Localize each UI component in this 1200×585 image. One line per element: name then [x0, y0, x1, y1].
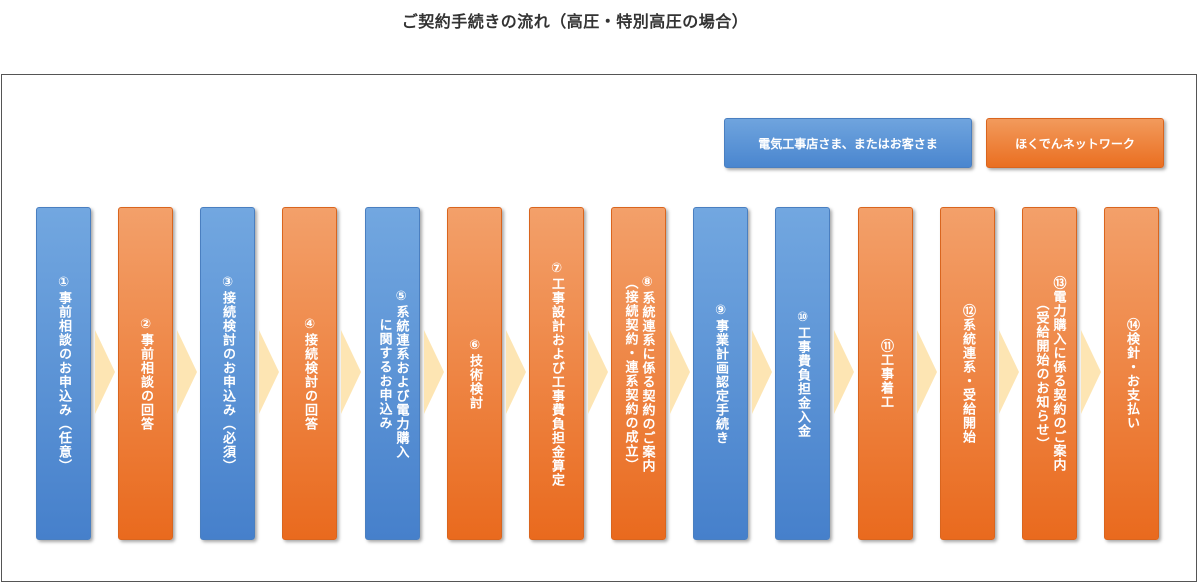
flow-arrow-11 [917, 330, 937, 414]
flow-arrow-12 [999, 330, 1019, 414]
step-3: ③接続検討のお申込み（必須） [200, 207, 255, 540]
step-10: ⑩工事費負担金入金 [775, 207, 830, 540]
step-label: ②事前相談の回答 [138, 316, 153, 431]
step-label: ⑪工事着工 [878, 338, 893, 409]
step-6: ⑥技術検討 [447, 207, 502, 540]
diagram-frame [1, 74, 1197, 582]
legend-network-label: ほくでんネットワーク [1015, 136, 1135, 151]
step-2: ②事前相談の回答 [118, 207, 173, 540]
flow-arrow-4 [341, 330, 361, 414]
step-label: ⑥技術検討 [467, 337, 482, 410]
flow-arrow-1 [95, 330, 115, 414]
step-11: ⑪工事着工 [858, 207, 913, 540]
legend-customer: 電気工事店さま、またはお客さま [724, 118, 972, 168]
step-8: ⑧系統連系に係る契約のご案内 （接続契約・連系契約の成立） [611, 207, 666, 540]
step-14: ⑭検針・お支払い [1104, 207, 1159, 540]
step-4: ④接続検討の回答 [282, 207, 337, 540]
step-1: ①事前相談のお申込み（任意） [36, 207, 91, 540]
step-label: ④接続検討の回答 [302, 316, 317, 431]
step-label: ⑫系統連系・受給開始 [960, 303, 975, 444]
flow-arrow-13 [1081, 330, 1101, 414]
legend-network: ほくでんネットワーク [986, 118, 1164, 168]
step-label: ①事前相談のお申込み（任意） [56, 274, 71, 473]
step-label: ⑤系統連系および電力購入 に関するお申込み [376, 288, 409, 459]
flow-arrow-7 [588, 330, 608, 414]
step-13: ⑬電力購入に係る契約のご案内 （受給開始のお知らせ） [1022, 207, 1077, 540]
step-label: ⑭検針・お支払い [1124, 317, 1139, 430]
step-label: ⑩工事費負担金入金 [795, 309, 810, 438]
step-label: ⑧系統連系に係る契約のご案内 （接続契約・連系契約の成立） [622, 274, 655, 473]
step-5: ⑤系統連系および電力購入 に関するお申込み [365, 207, 420, 540]
step-label: ③接続検討のお申込み（必須） [220, 274, 235, 473]
step-7: ⑦工事設計および工事費負担金算定 [529, 207, 584, 540]
flow-arrow-9 [752, 330, 772, 414]
step-12: ⑫系統連系・受給開始 [940, 207, 995, 540]
legend-customer-label: 電気工事店さま、またはお客さま [758, 136, 938, 151]
flow-arrow-10 [834, 330, 854, 414]
flow-arrow-3 [259, 330, 279, 414]
step-9: ⑨事業計画認定手続き [693, 207, 748, 540]
flow-arrow-8 [670, 330, 690, 414]
step-label: ⑦工事設計および工事費負担金算定 [549, 260, 564, 487]
step-label: ⑨事業計画認定手続き [713, 302, 728, 445]
step-label: ⑬電力購入に係る契約のご案内 （受給開始のお知らせ） [1033, 275, 1066, 472]
flow-arrow-2 [177, 330, 197, 414]
page-title: ご契約手続きの流れ（高圧・特別高圧の場合） [401, 12, 749, 31]
flow-arrow-5 [424, 330, 444, 414]
flow-arrow-6 [506, 330, 526, 414]
